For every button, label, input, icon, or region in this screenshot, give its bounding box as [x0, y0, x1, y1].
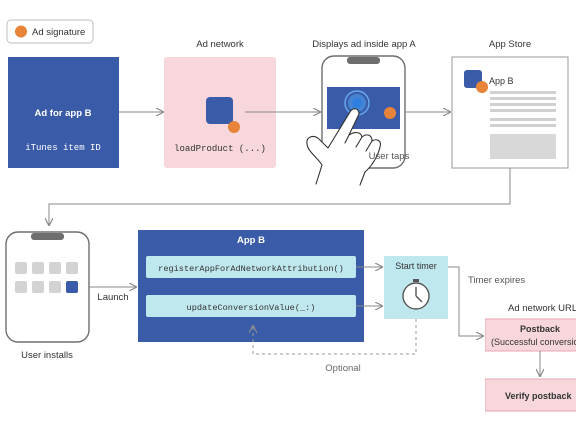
arrow-store-to-install	[49, 168, 511, 225]
user-taps-caption: User taps	[369, 151, 410, 162]
launch-label: Launch	[97, 292, 128, 303]
app-icon-square	[206, 97, 233, 124]
ad-network-box: loadProduct (...)	[164, 57, 276, 168]
ad-signature-icon	[15, 25, 27, 38]
postback-subtitle: (Successful conversion)	[491, 337, 576, 347]
installed-app-b-icon[interactable]	[66, 281, 78, 293]
app-store-label: App Store	[489, 39, 531, 50]
app-store-app-name: App B	[489, 76, 514, 86]
timer-expires-label: Timer expires	[468, 275, 525, 286]
verify-postback-box: Verify postback	[485, 378, 576, 412]
timer-box: Start timer	[384, 256, 448, 319]
ad-subtitle: iTunes item ID	[25, 143, 101, 153]
update-call-box	[146, 295, 356, 317]
optional-loop-arrow	[253, 319, 417, 355]
ad-network-url-label: Ad network URL	[508, 303, 576, 314]
postback-box: Postback (Successful conversion)	[485, 318, 576, 352]
timer-label: Start timer	[395, 261, 437, 271]
ad-signature-icon	[384, 107, 396, 119]
optional-label: Optional	[325, 363, 360, 374]
stopwatch-icon	[402, 279, 430, 310]
legend-label: Ad signature	[32, 27, 85, 38]
arrow-timer-to-postback	[448, 266, 483, 336]
phone-label: Displays ad inside app A	[312, 39, 416, 50]
legend: Ad signature	[6, 19, 94, 44]
ad-network-label: Ad network	[196, 39, 244, 50]
app-b-box: App B registerAppForAdNetworkAttribution…	[138, 230, 364, 342]
phone-home-screen	[5, 231, 90, 343]
app-b-title: App B	[237, 235, 265, 246]
update-call: updateConversionValue(_:)	[187, 303, 316, 313]
verify-postback-label: Verify postback	[505, 391, 573, 401]
ad-signature-icon	[476, 81, 488, 93]
postback-title: Postback	[520, 324, 561, 334]
load-product-call: loadProduct (...)	[174, 144, 266, 154]
register-call: registerAppForAdNetworkAttribution()	[158, 264, 344, 274]
app-store-page: App B	[451, 56, 569, 169]
ad-title: Ad for app B	[35, 108, 92, 119]
user-installs-caption: User installs	[21, 350, 73, 361]
ad-card: Ad for app B iTunes item ID	[8, 57, 119, 168]
register-call-box	[146, 256, 356, 278]
ad-signature-icon	[228, 121, 240, 133]
tapping-hand-icon	[306, 108, 381, 186]
